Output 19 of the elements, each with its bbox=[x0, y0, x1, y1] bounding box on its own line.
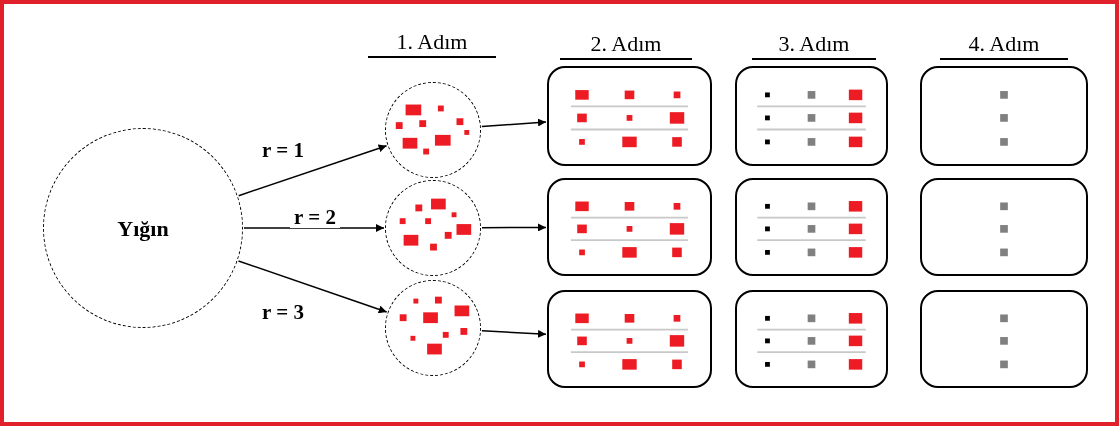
step-box bbox=[735, 66, 888, 166]
step-box bbox=[547, 290, 712, 388]
arrow bbox=[243, 224, 385, 232]
step-box bbox=[920, 290, 1088, 388]
step-box bbox=[735, 178, 888, 276]
step-box bbox=[547, 66, 712, 166]
column-heading: 1. Adım bbox=[368, 28, 496, 58]
step-box bbox=[920, 178, 1088, 276]
column-heading: 4. Adım bbox=[940, 30, 1068, 60]
column-heading: 3. Adım bbox=[752, 30, 876, 60]
edge-label: r = 2 bbox=[290, 207, 340, 228]
arrow bbox=[481, 223, 547, 232]
step-box bbox=[547, 178, 712, 276]
node-label: Yığın bbox=[117, 214, 169, 243]
step-box bbox=[735, 290, 888, 388]
arrow bbox=[481, 118, 547, 128]
step-box bbox=[920, 66, 1088, 166]
arrow bbox=[481, 329, 547, 338]
column-heading: 2. Adım bbox=[560, 30, 692, 60]
